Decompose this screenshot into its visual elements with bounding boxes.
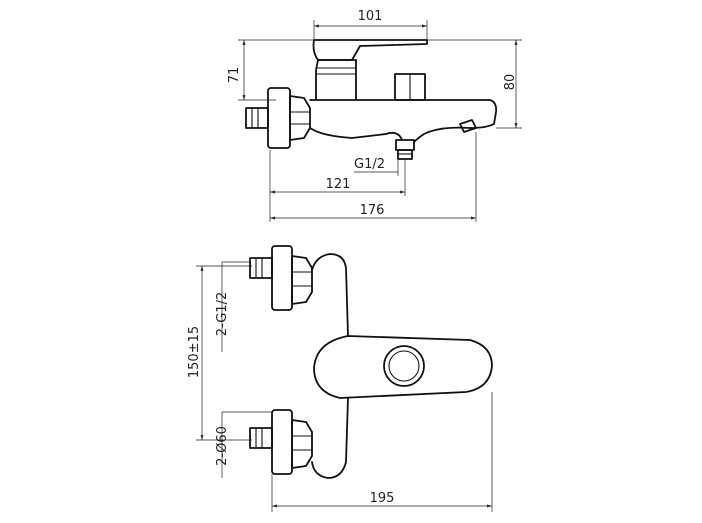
- dim-80: 80: [427, 39, 522, 129]
- dim-121-label: 121: [326, 177, 351, 192]
- front-view: 150±15 2-G1/2 2-Ø60 195: [187, 245, 493, 512]
- body-top: [309, 99, 498, 129]
- dim-2g12: 2-G1/2: [215, 261, 250, 352]
- mixer-body: [311, 253, 349, 479]
- dim-g12-label: G1/2: [354, 157, 385, 172]
- lever-handle: [313, 335, 493, 399]
- dim-g12: G1/2: [354, 157, 399, 176]
- dim-2g12-label: 2-G1/2: [215, 292, 230, 336]
- dim-71: 71: [227, 39, 314, 101]
- body-bottom: [309, 126, 471, 143]
- side-view: 101 71 80 G1/2 121: [227, 9, 522, 222]
- dim-101-label: 101: [358, 9, 383, 24]
- dim-80-label: 80: [503, 74, 518, 91]
- knob-outer: [383, 345, 425, 387]
- dim-d60: 2-Ø60: [215, 411, 272, 478]
- knob-inner: [388, 350, 420, 382]
- inlet-connector: [245, 87, 311, 149]
- dim-121: 121: [269, 150, 406, 222]
- lower-inlet-connector: [249, 409, 313, 475]
- dim-71-label: 71: [227, 67, 242, 84]
- handle-neck: [315, 59, 357, 101]
- dim-176: 176: [270, 132, 477, 222]
- bottom-outlet: [395, 139, 415, 151]
- handle-lever: [312, 39, 428, 61]
- dim-150-label: 150±15: [187, 326, 202, 378]
- upper-inlet-connector: [249, 245, 313, 311]
- dim-195: 195: [271, 392, 493, 512]
- dim-d60-label: 2-Ø60: [215, 426, 230, 466]
- dim-101: 101: [313, 9, 428, 42]
- dim-176-label: 176: [360, 203, 385, 218]
- dim-195-label: 195: [370, 491, 395, 506]
- dim-150: 150±15: [187, 265, 252, 441]
